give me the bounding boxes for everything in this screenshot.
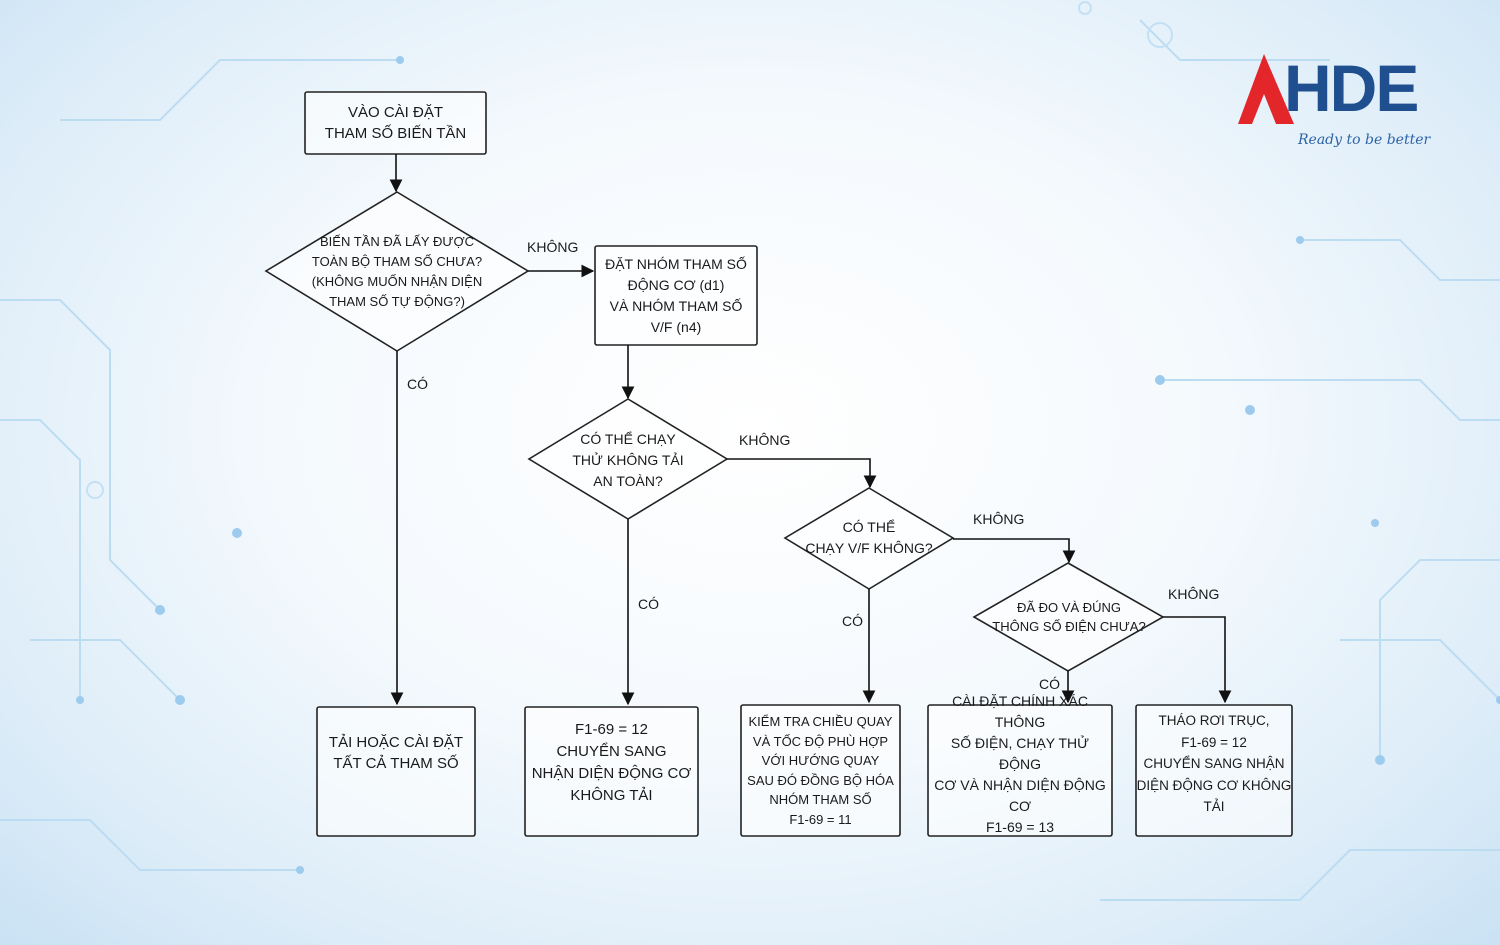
- node-r3-label: KIỂM TRA CHIỀU QUAY VÀ TỐC ĐỘ PHÙ HỢP VỚ…: [747, 714, 894, 827]
- node-start-label: VÀO CÀI ĐẶT THAM SỐ BIẾN TẦN: [324, 104, 467, 142]
- node-set-params-box: [594, 245, 758, 346]
- node-d4-label: ĐÃ ĐO VÀ ĐÚNG THÔNG SỐ ĐIỆN CHƯA?: [992, 599, 1146, 635]
- node-set-params-label: ĐẶT NHÓM THAM SỐ ĐỘNG CƠ (d1) VÀ NHÓM TH…: [605, 255, 747, 335]
- node-r2-box: [524, 706, 699, 837]
- edge-d4-r5: [1163, 616, 1232, 704]
- edge-label-d1-yes: CÓ: [407, 376, 428, 392]
- node-r1-label: TẢI HOẶC CÀI ĐẶT TẤT CẢ THAM SỐ: [328, 734, 464, 772]
- node-d3-label: CÓ THỂ CHẠY V/F KHÔNG?: [805, 519, 933, 556]
- edge-label-d1-no: KHÔNG: [527, 239, 579, 255]
- edge-d2-d3: [727, 458, 877, 489]
- company-logo: HDE Ready to be better: [1236, 52, 1446, 162]
- node-r5-box: [1135, 704, 1293, 837]
- logo-tagline: Ready to be better: [1298, 132, 1431, 148]
- edge-label-d2-no: KHÔNG: [739, 432, 791, 448]
- edge-label-d3-yes: CÓ: [842, 613, 863, 629]
- node-r5-label: THÁO RƠI TRỤC, F1-69 = 12 CHUYỂN SANG NH…: [1136, 713, 1292, 815]
- edge-label-d3-no: KHÔNG: [973, 511, 1025, 527]
- node-r3-box: [740, 704, 901, 837]
- edge-label-d4-yes: CÓ: [1039, 676, 1060, 692]
- logo-a-mark-icon: [1238, 54, 1294, 124]
- edge-d3-d4: [953, 538, 1076, 564]
- node-d1-label: BIẾN TẦN ĐÃ LẤY ĐƯỢC TOÀN BỘ THAM SỐ CHƯ…: [311, 234, 483, 309]
- edge-label-d4-no: KHÔNG: [1168, 586, 1220, 602]
- node-r1-box: [316, 706, 476, 837]
- node-r4-box: [927, 704, 1113, 837]
- logo-letters: HDE: [1284, 51, 1419, 125]
- node-r2-label: F1-69 = 12 CHUYỂN SANG NHẬN DIỆN ĐỘNG CƠ…: [531, 721, 692, 804]
- edge-label-d2-yes: CÓ: [638, 596, 659, 612]
- node-r4-label: CÀI ĐẶT CHÍNH XÁC THÔNG SỐ ĐIỆN, CHẠY TH…: [934, 692, 1106, 835]
- node-d2-label: CÓ THỂ CHẠY THỬ KHÔNG TẢI AN TOÀN?: [572, 430, 684, 489]
